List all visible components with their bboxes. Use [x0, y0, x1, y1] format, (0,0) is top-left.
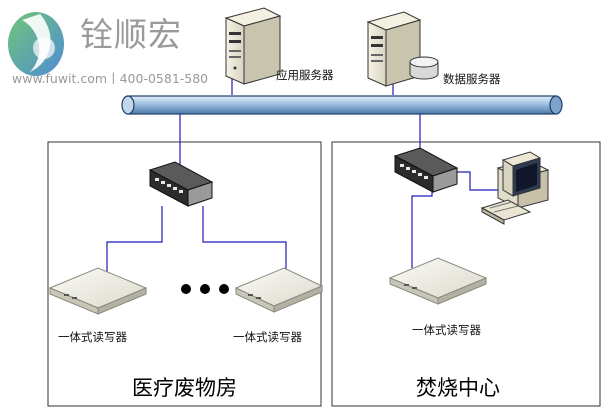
network-switch-left-icon	[148, 161, 214, 207]
rfid-reader-left-icon	[48, 267, 148, 315]
rfid-reader-middle-icon	[234, 267, 324, 313]
ellipsis-dots-icon	[181, 284, 229, 294]
monitor-icon	[501, 151, 542, 197]
zone-title-medical-waste-room: 医疗废物房	[132, 376, 237, 400]
zone-title-incineration-center: 焚烧中心	[416, 376, 500, 400]
reader-right-label: 一体式读写器	[412, 323, 481, 337]
network-bus-pipe	[121, 95, 563, 115]
db-server-icon	[366, 11, 439, 87]
reader-middle-label: 一体式读写器	[233, 330, 302, 344]
network-switch-right-icon	[393, 147, 459, 193]
app-server-label: 应用服务器	[276, 68, 334, 82]
db-server-label: 数据服务器	[443, 72, 501, 86]
zone-medical-waste-room-border	[47, 141, 322, 407]
rfid-reader-right-icon	[388, 257, 488, 305]
brand-logo-icon	[8, 12, 64, 76]
keyboard-icon	[480, 199, 532, 225]
database-disk-icon	[409, 56, 439, 80]
brand-name: 铨顺宏	[80, 15, 182, 54]
zone-incineration-center-border	[331, 141, 601, 407]
reader-left-label: 一体式读写器	[58, 330, 127, 344]
brand-website-phone: www.fuwit.com丨400-0581-580	[12, 71, 209, 86]
app-server-icon	[224, 7, 282, 85]
workstation-pc-icon	[480, 151, 550, 225]
